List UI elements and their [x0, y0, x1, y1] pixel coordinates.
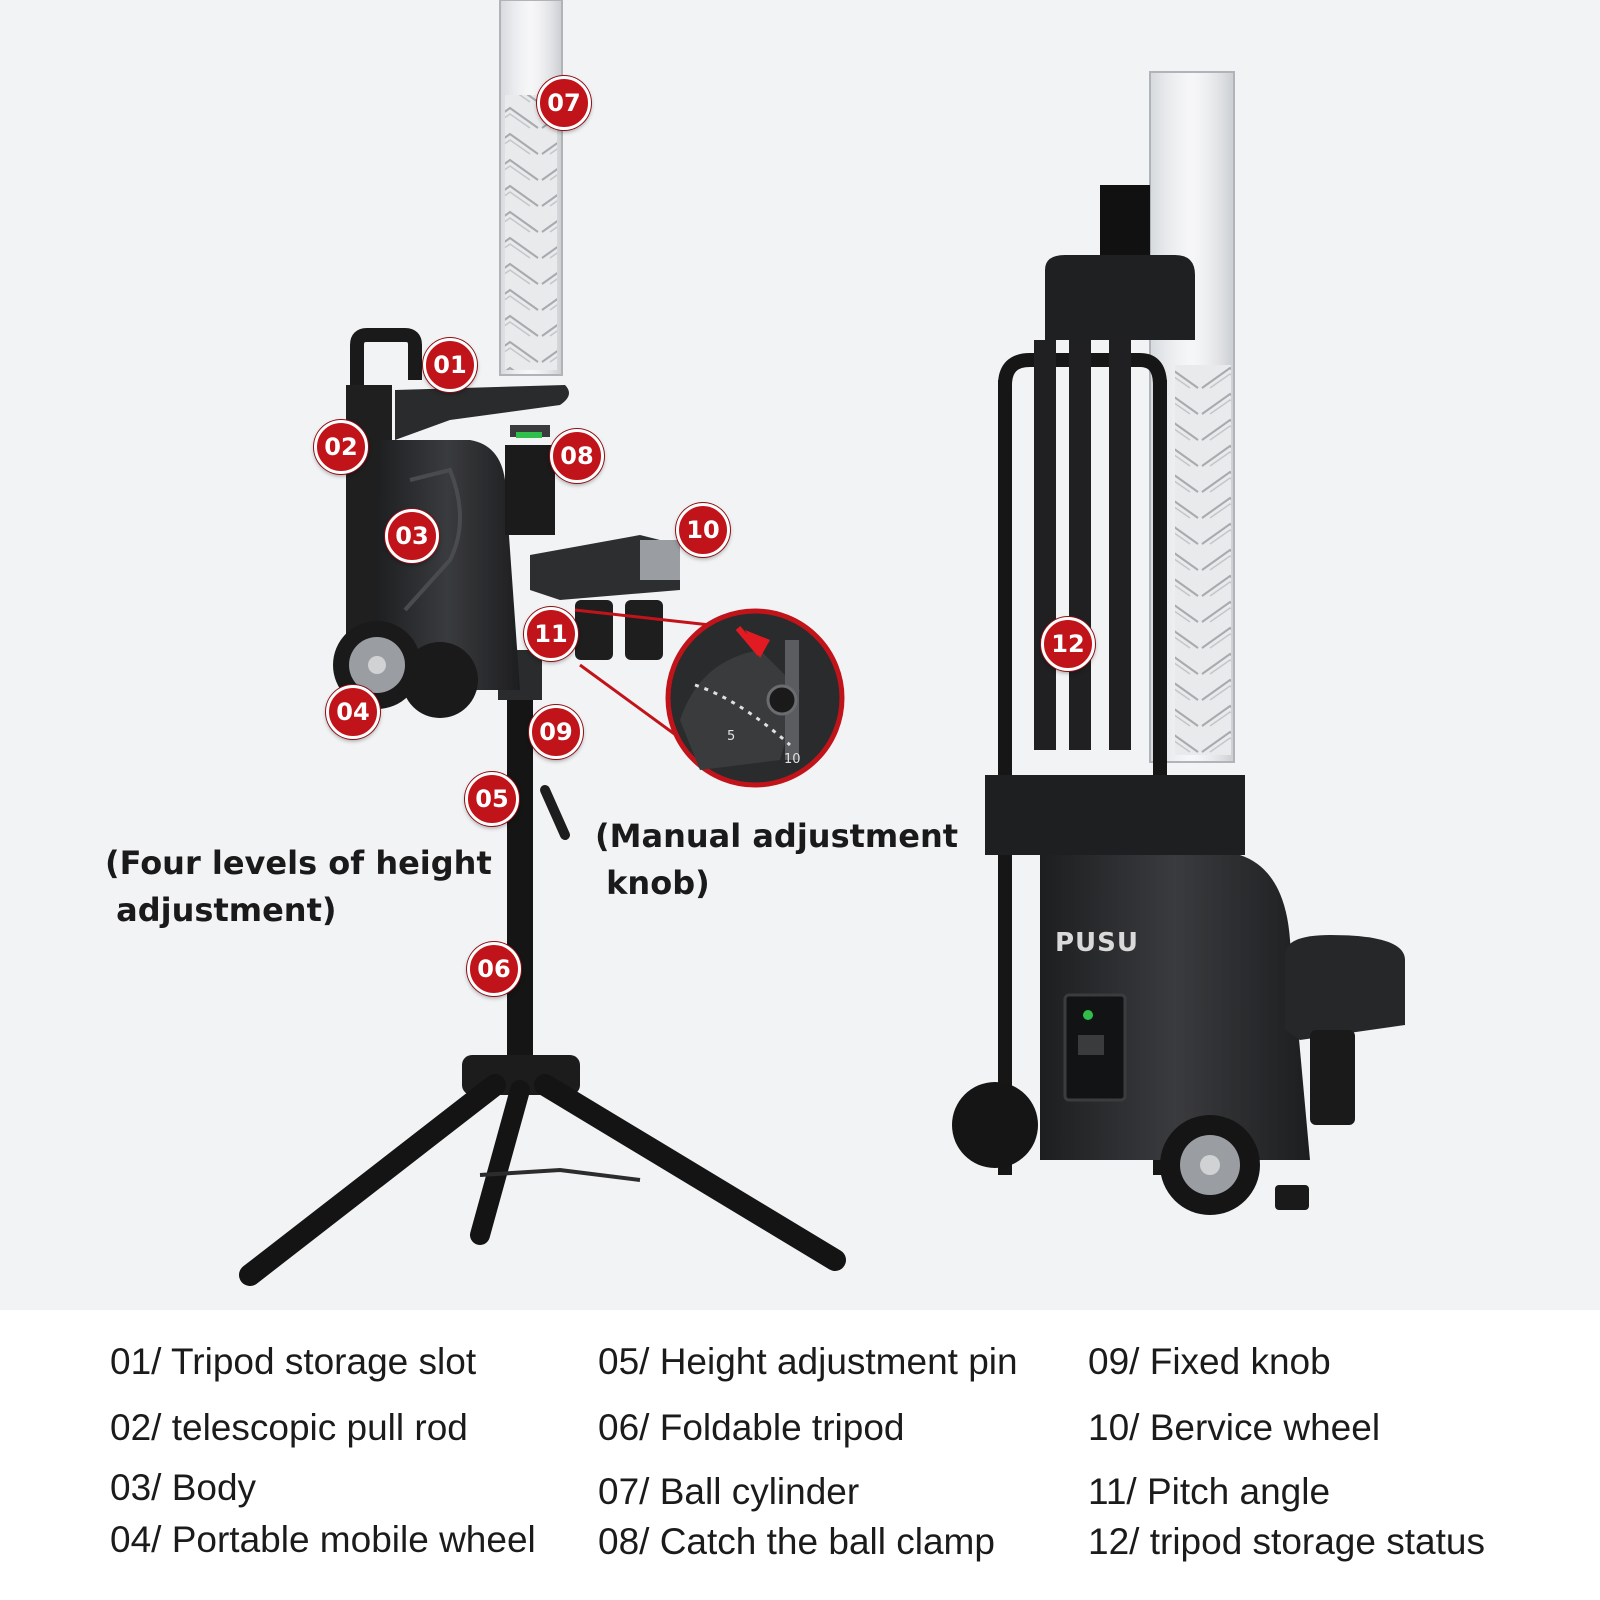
marker-05: 05 [465, 772, 519, 826]
foldable-tripod [239, 650, 846, 1286]
legend-item-02: 02/ telescopic pull rod [110, 1407, 468, 1448]
right-machine [952, 71, 1405, 1215]
knob-scale-10: 10 [784, 752, 801, 767]
marker-01: 01 [423, 338, 477, 392]
knob-magnifier: 5 10 [574, 608, 845, 788]
product-illustration: 5 10 PUSU 07 01 0 [0, 0, 1600, 1310]
marker-02: 02 [314, 420, 368, 474]
marker-09: 09 [529, 705, 583, 759]
marker-12: 12 [1041, 617, 1095, 671]
legend-item-08: 08/ Catch the ball clamp [598, 1521, 995, 1562]
legend-item-11: 11/ Pitch angle [1088, 1471, 1331, 1512]
legend-item-09: 09/ Fixed knob [1088, 1341, 1331, 1382]
marker-03: 03 [385, 509, 439, 563]
legend-item-03: 03/ Body [110, 1467, 257, 1508]
legend-item-05: 05/ Height adjustment pin [598, 1341, 1018, 1382]
serve-head [530, 535, 680, 660]
marker-08: 08 [550, 429, 604, 483]
legend-item-12: 12/ tripod storage status [1088, 1521, 1485, 1562]
legend-item-01: 01/ Tripod storage slot [110, 1341, 477, 1382]
parts-legend: 01/ Tripod storage slot 02/ telescopic p… [0, 1310, 1600, 1600]
height-adjustment-note: (Four levels of height adjustment) [105, 844, 492, 929]
marker-07: 07 [537, 76, 591, 130]
legend-item-10: 10/ Bervice wheel [1088, 1407, 1381, 1448]
legend-item-06: 06/ Foldable tripod [598, 1407, 905, 1448]
legend-item-04: 04/ Portable mobile wheel [110, 1519, 536, 1560]
brand-logo: PUSU [1055, 928, 1140, 958]
ball-cylinder [499, 0, 563, 376]
marker-04: 04 [326, 685, 380, 739]
knob-scale-5: 5 [727, 729, 735, 744]
marker-10: 10 [676, 503, 730, 557]
machine-drawing: 5 10 [239, 0, 1405, 1286]
legend-item-07: 07/ Ball cylinder [598, 1471, 860, 1512]
marker-11: 11 [524, 607, 578, 661]
knob-adjustment-note: (Manual adjustment knob) [595, 817, 959, 902]
machine-body [374, 385, 569, 690]
marker-06: 06 [467, 942, 521, 996]
